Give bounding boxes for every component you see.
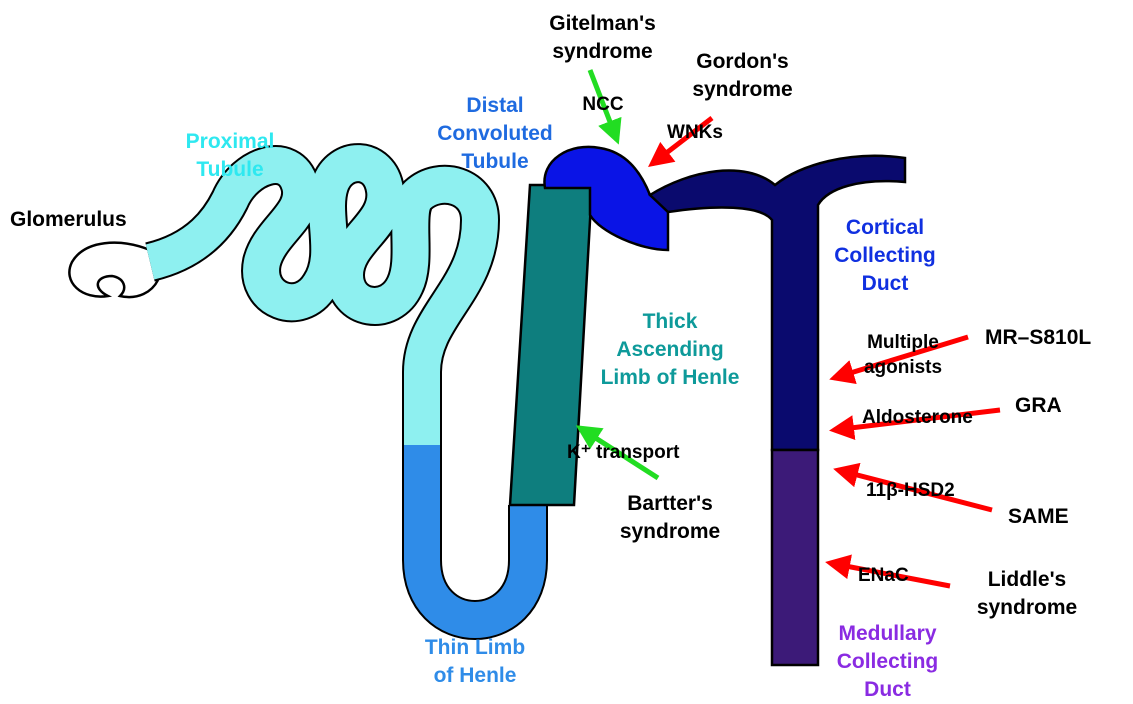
distal-tubule-label: Distal Convoluted Tubule [425,92,565,176]
ncc-label: NCC [568,92,638,117]
thick-limb-label: Thick Ascending Limb of Henle [585,308,755,392]
bartter-label: Bartter's syndrome [600,490,740,546]
proximal-tubule-label: Proximal Tubule [160,128,300,184]
liddle-label: Liddle's syndrome [962,566,1092,622]
aldosterone-label: Aldosterone [862,405,973,430]
gitelman-label: Gitelman's syndrome [530,10,675,66]
medullary-duct-shape [772,450,818,665]
cortical-duct-label: Cortical Collecting Duct [820,214,950,298]
wnks-label: WNKs [655,120,735,145]
medullary-duct-label: Medullary Collecting Duct [820,620,955,704]
gra-label: GRA [1015,392,1062,420]
multiple-agonists-label: Multiple agonists [848,330,958,380]
thin-limb-label: Thin Limb of Henle [405,634,545,690]
same-label: SAME [1008,503,1069,531]
11b-hsd2-label: 11β-HSD2 [866,478,955,503]
k-transport-label: K⁺ transport [567,440,679,465]
glomerulus-shape [69,243,158,297]
gordon-label: Gordon's syndrome [670,48,815,104]
proximal-tubule-fill [150,163,480,445]
enac-label: ENaC [858,563,909,588]
mr-s810l-label: MR–S810L [985,324,1091,352]
glomerulus-label: Glomerulus [10,206,127,234]
